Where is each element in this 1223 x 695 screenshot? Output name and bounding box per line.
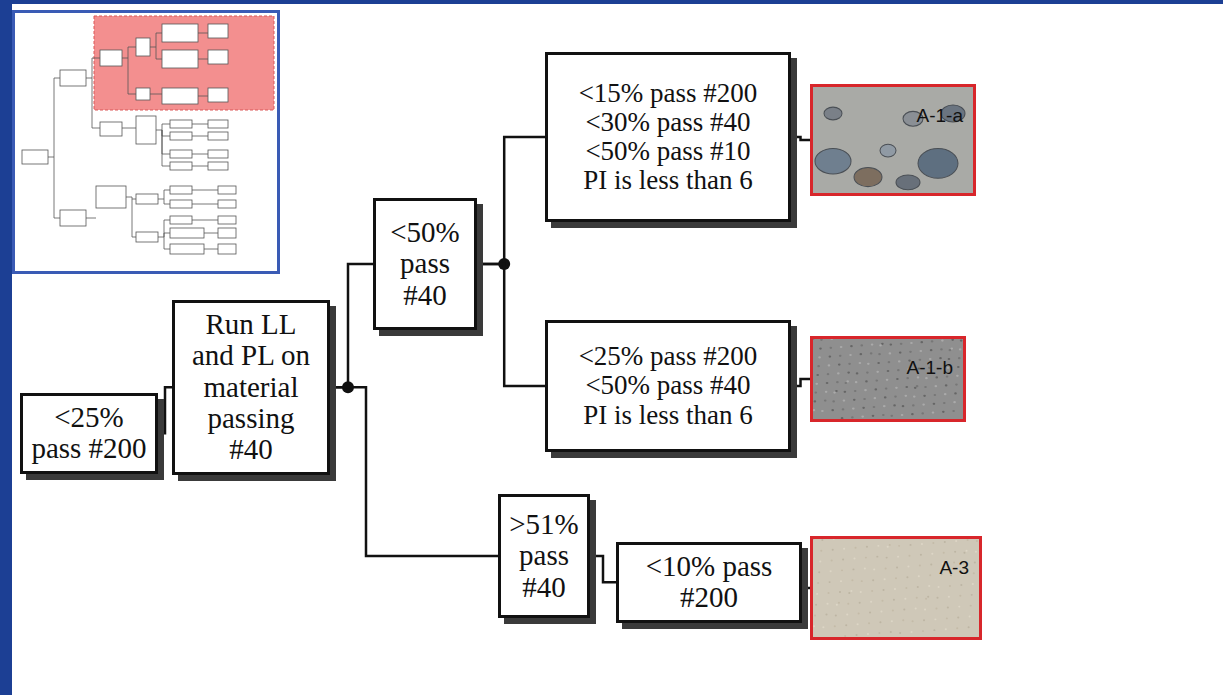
- connector-line: [802, 582, 810, 588]
- criteria-box: <50% pass #40: [373, 198, 477, 330]
- soil-texture: [813, 539, 979, 637]
- criteria-text: <15% pass #200: [579, 79, 758, 108]
- connector-line: [590, 556, 616, 582]
- criteria-text: <30% pass #40: [585, 108, 750, 137]
- connector-line: [791, 137, 810, 140]
- criteria-box: <25% pass #200<50% pass #40PI is less th…: [545, 320, 791, 452]
- classification-box: <25% pass #200: [20, 393, 158, 474]
- soil-class-photo: A-1-a: [810, 84, 976, 196]
- soil-class-photo: A-3: [810, 536, 982, 640]
- soil-texture: [813, 87, 973, 193]
- connector-line: [477, 264, 545, 386]
- connector-line: [330, 264, 373, 387]
- criteria-text: >51% pass #40: [509, 509, 579, 603]
- process-box: Run LL and PL on material passing #40: [172, 300, 330, 475]
- criteria-text: Run LL and PL on material passing #40: [183, 309, 319, 466]
- criteria-text: PI is less than 6: [583, 166, 753, 195]
- criteria-box: >51% pass #40: [498, 494, 590, 618]
- class-label: A-1-a: [917, 105, 963, 127]
- connector-line: [477, 137, 545, 264]
- connector-line: [158, 387, 172, 433]
- connector-line: [330, 387, 498, 556]
- overview-thumbnail: [12, 10, 280, 274]
- criteria-text: <25% pass #200: [31, 402, 147, 465]
- criteria-box: <15% pass #200<30% pass #40<50% pass #10…: [545, 52, 791, 222]
- criteria-text: <50% pass #10: [585, 137, 750, 166]
- soil-texture: [813, 339, 963, 419]
- criteria-text: <25% pass #200: [579, 342, 758, 371]
- criteria-text: <50% pass #40: [585, 371, 750, 400]
- soil-class-photo: A-1-b: [810, 336, 966, 422]
- criteria-text: <50% pass #40: [384, 217, 466, 311]
- class-label: A-1-b: [907, 357, 953, 379]
- connector-line: [791, 379, 810, 386]
- class-label: A-3: [939, 557, 969, 579]
- criteria-text: <10% pass #200: [627, 551, 791, 614]
- criteria-text: PI is less than 6: [583, 401, 753, 430]
- criteria-box: <10% pass #200: [616, 542, 802, 623]
